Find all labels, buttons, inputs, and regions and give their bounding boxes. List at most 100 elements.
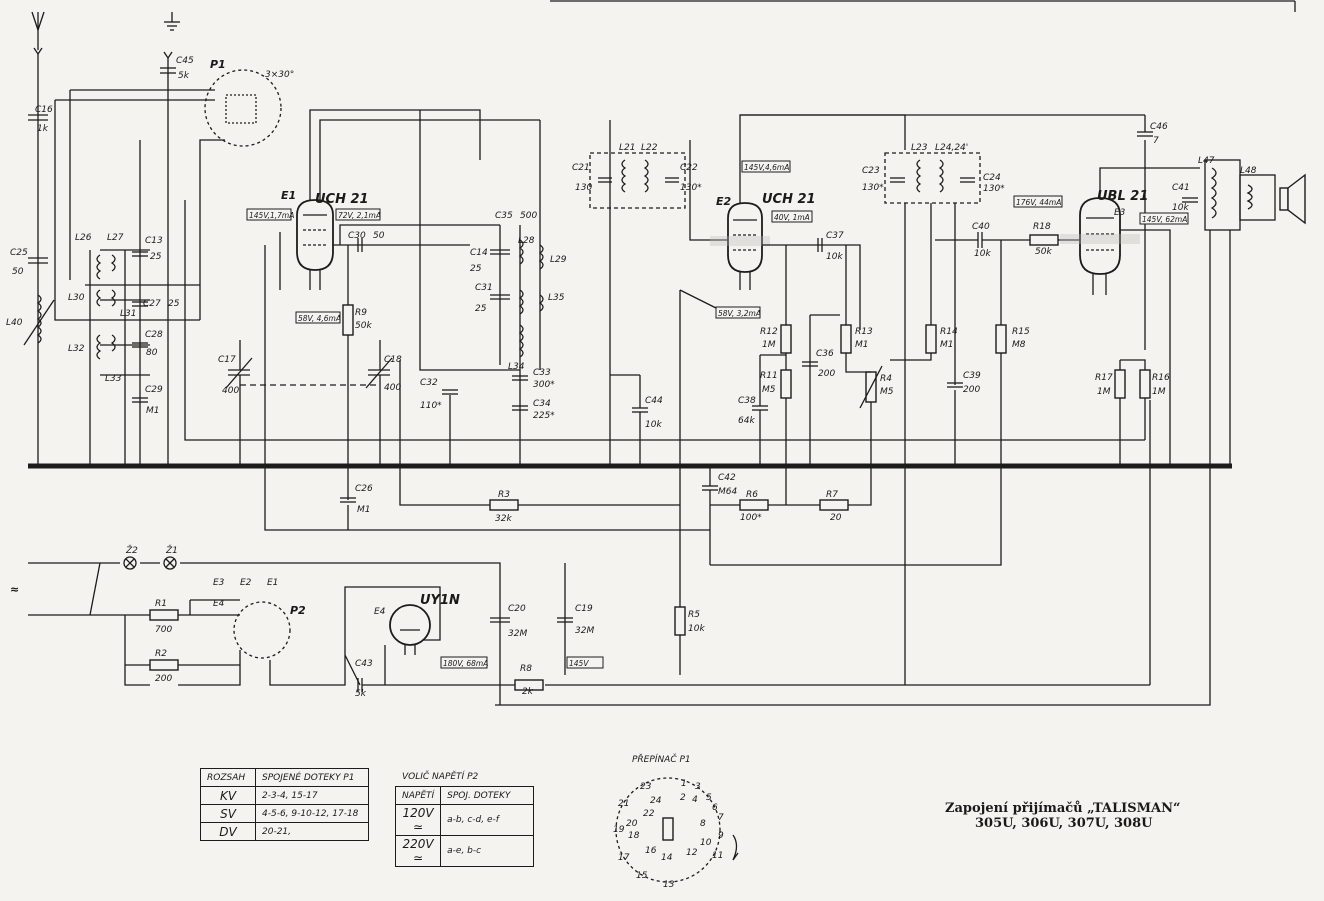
label-c36: C36 [816, 349, 834, 359]
label-c31: C31 [475, 283, 493, 293]
label-r9v: 50k [355, 321, 372, 331]
label-c32v: 110* [420, 401, 442, 411]
label-c29: C29 [145, 385, 163, 395]
contact-14: 14 [661, 853, 673, 863]
tag-e1-2: 72V, 2,1mA [338, 211, 381, 220]
tube-e2 [727, 202, 763, 290]
contact-3: 3 [695, 782, 701, 792]
contact-7: 7 [718, 813, 724, 823]
contact-21: 21 [618, 799, 629, 809]
tube-e4 [389, 604, 431, 655]
label-e2: E2 [716, 195, 732, 208]
contact-17: 17 [618, 853, 630, 863]
label-p1-angle: 3×30° [265, 70, 294, 80]
selector-contacts: 1 2 3 4 5 6 7 8 9 10 11 12 13 14 15 16 1… [613, 779, 724, 890]
label-c33v: 300* [533, 380, 555, 390]
label-c21: C21 [572, 163, 590, 173]
label-r1v: 700 [155, 625, 172, 635]
label-c34: C34 [533, 399, 551, 409]
tag-e2-3: 58V, 3,2mA [718, 309, 761, 318]
label-l33: L33 [105, 374, 122, 384]
label-c43: C43 [355, 659, 373, 669]
table-row: DV 20-21, [200, 822, 369, 841]
pilot-lamp-z1-icon [163, 556, 177, 570]
contact-5: 5 [706, 793, 712, 803]
label-e1-heater: E1 [267, 578, 278, 588]
label-r16: R16 [1152, 373, 1170, 383]
label-r3: R3 [498, 490, 510, 500]
label-c33: C33 [533, 368, 551, 378]
tag-supply-2: 145V [569, 659, 589, 668]
tag-e2-1: 145V,4,6mA [744, 163, 789, 172]
p2-switch[interactable] [233, 601, 291, 659]
label-l35: L35 [548, 293, 565, 303]
label-c31v: 25 [475, 304, 487, 314]
contact-20: 20 [626, 819, 638, 829]
label-l28: L28 [518, 236, 535, 246]
label-c28v: 80 [146, 348, 158, 358]
label-l29: L29 [550, 255, 567, 265]
label-r14: R14 [940, 327, 958, 337]
range-cell: SV [200, 804, 256, 823]
range-cell: 4-5-6, 9-10-12, 17-18 [255, 804, 369, 823]
p1-switch[interactable] [204, 69, 282, 147]
label-r2: R2 [155, 649, 167, 659]
label-r13v: M1 [855, 340, 869, 350]
voltage-header-1: NAPĚTÍ [394, 786, 442, 805]
tube-e1-type: UCH 21 [315, 192, 369, 207]
label-c25v: 50 [12, 267, 24, 277]
contact-1: 1 [681, 779, 687, 789]
label-c17v: 400 [222, 386, 239, 396]
label-r13: R13 [855, 327, 873, 337]
label-l27: L27 [107, 233, 124, 243]
contact-4: 4 [692, 795, 698, 805]
label-r3v: 32k [495, 514, 512, 524]
range-cell: 20-21, [255, 822, 369, 841]
label-r6: R6 [746, 490, 758, 500]
label-c23: C23 [862, 166, 880, 176]
label-r16v: 1M [1152, 387, 1166, 397]
range-header-1: ROZSAH [200, 768, 256, 787]
range-cell: KV [200, 786, 256, 805]
label-l22: L22 [641, 143, 658, 153]
label-c38: C38 [738, 396, 756, 406]
label-e2-heater: E2 [240, 578, 252, 588]
label-c46v: 7 [1153, 136, 1159, 146]
label-c23v: 130* [862, 183, 884, 193]
contact-23: 23 [640, 782, 652, 792]
contact-24: 24 [650, 796, 662, 806]
label-l48: L48 [1240, 166, 1257, 176]
resistor-r8 [514, 679, 544, 691]
contact-9: 9 [718, 831, 724, 841]
label-c40v: 10k [974, 249, 991, 259]
label-r8: R8 [520, 664, 532, 674]
label-p1: P1 [210, 58, 226, 71]
label-e4: E4 [374, 607, 386, 617]
label-c18v: 400 [384, 383, 401, 393]
label-c14: C14 [470, 248, 488, 258]
voltage-table-title: VOLIČ NAPĚTÍ P2 [402, 772, 479, 782]
label-z2: Ž2 [125, 544, 138, 556]
label-l47: L47 [1198, 156, 1215, 166]
contact-11: 11 [712, 851, 723, 861]
label-c35: C35 [495, 211, 513, 221]
label-r11: R11 [760, 371, 778, 381]
mains-symbol: ≈ [10, 583, 19, 596]
power-switch[interactable] [80, 562, 101, 616]
label-r1: R1 [155, 599, 167, 609]
label-l26: L26 [75, 233, 92, 243]
label-c24: C24 [983, 173, 1001, 183]
contact-8: 8 [700, 819, 706, 829]
contact-16: 16 [645, 846, 657, 856]
contact-19: 19 [613, 825, 625, 835]
label-c44v: 10k [645, 420, 662, 430]
contact-22: 22 [643, 809, 655, 819]
label-c22: C22 [680, 163, 698, 173]
caption-line-1: Zapojení přijímačů „TALISMAN“ [945, 801, 1181, 816]
label-r18v: 50k [1035, 247, 1052, 257]
label-c30: C30 [348, 231, 366, 241]
label-r17v: 1M [1097, 387, 1111, 397]
range-cell: DV [200, 822, 256, 841]
voltage-header-2: SPOJ. DOTEKY [440, 786, 535, 805]
